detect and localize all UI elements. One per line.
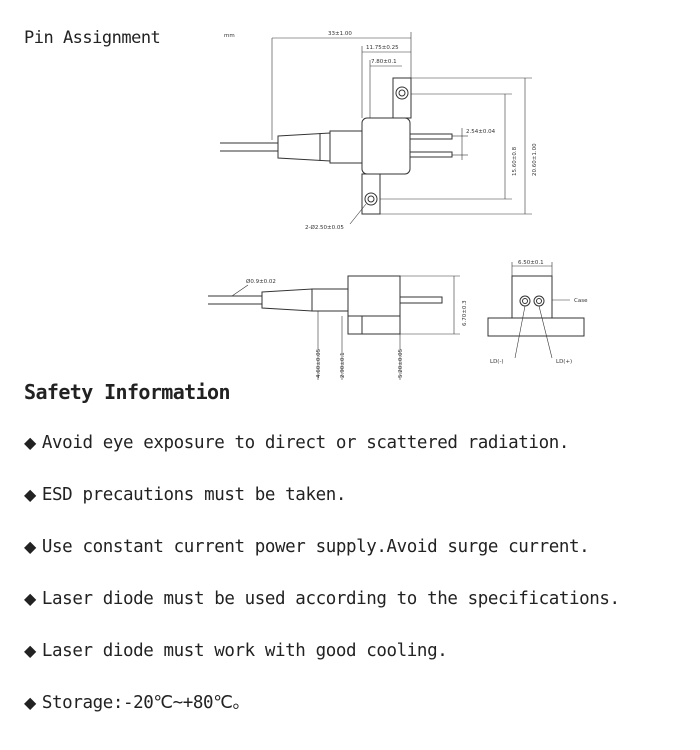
dim-c: 5.20±0.05 bbox=[398, 348, 404, 378]
list-item: ◆ Laser diode must be used according to t… bbox=[24, 586, 620, 638]
diamond-bullet-icon: ◆ bbox=[24, 485, 36, 504]
dim-total-length: 33±1.00 bbox=[328, 31, 352, 37]
dim-b: 2.90±0.1 bbox=[340, 352, 346, 378]
dim-height-inner: 15.60±0.8 bbox=[512, 146, 518, 176]
list-item-text: Avoid eye exposure to direct or scattere… bbox=[41, 433, 569, 453]
diamond-bullet-icon: ◆ bbox=[24, 537, 36, 556]
technical-drawing: mm 33±1.00 11.75±0.25 7.80±0.1 2.54±0.04… bbox=[208, 31, 588, 380]
diamond-bullet-icon: ◆ bbox=[24, 589, 36, 608]
list-item: ◆ Storage:-20℃~+80℃。 bbox=[24, 690, 620, 742]
diamond-bullet-icon: ◆ bbox=[24, 693, 36, 712]
dim-hole: 2-Ø2.50±0.05 bbox=[305, 224, 344, 231]
safety-information-title: Safety Information bbox=[24, 380, 231, 404]
list-item-text: ESD precautions must be taken. bbox=[41, 485, 346, 505]
dim-end-width: 6.50±0.1 bbox=[518, 260, 544, 266]
end-view bbox=[487, 262, 585, 359]
list-item: ◆ Avoid eye exposure to direct or scatter… bbox=[24, 430, 620, 482]
label-ld-plus: LD(+) bbox=[556, 359, 572, 365]
list-item: ◆ Use constant current power supply.Avoid… bbox=[24, 534, 620, 586]
unit-label: mm bbox=[224, 33, 235, 39]
dim-flange: 7.80±0.1 bbox=[371, 59, 397, 65]
list-item-text: Use constant current power supply.Avoid … bbox=[41, 537, 590, 557]
dim-height-outer: 20.60±1.00 bbox=[532, 143, 538, 176]
dim-body-height: 6.70±0.3 bbox=[462, 300, 468, 326]
list-item-text: Laser diode must be used according to th… bbox=[41, 589, 620, 609]
list-item-text: Storage:-20℃~+80℃。 bbox=[41, 693, 250, 713]
list-item-text: Laser diode must work with good cooling. bbox=[41, 641, 448, 661]
side-view bbox=[208, 275, 460, 380]
pin-assignment-title: Pin Assignment bbox=[24, 28, 161, 48]
diamond-bullet-icon: ◆ bbox=[24, 641, 36, 660]
label-case: Case bbox=[574, 298, 588, 304]
diamond-bullet-icon: ◆ bbox=[24, 433, 36, 452]
top-view bbox=[220, 32, 532, 225]
label-ld-minus: LD(-) bbox=[490, 359, 504, 365]
dim-a: 4.60±0.05 bbox=[316, 348, 322, 378]
list-item: ◆ Laser diode must work with good cooling… bbox=[24, 638, 620, 690]
list-item: ◆ ESD precautions must be taken. bbox=[24, 482, 620, 534]
safety-list: ◆ Avoid eye exposure to direct or scatter… bbox=[24, 430, 620, 742]
dim-body-length: 11.75±0.25 bbox=[366, 45, 399, 51]
dim-fiber: Ø0.9±0.02 bbox=[246, 278, 276, 285]
dim-pin-pitch: 2.54±0.04 bbox=[466, 129, 496, 135]
